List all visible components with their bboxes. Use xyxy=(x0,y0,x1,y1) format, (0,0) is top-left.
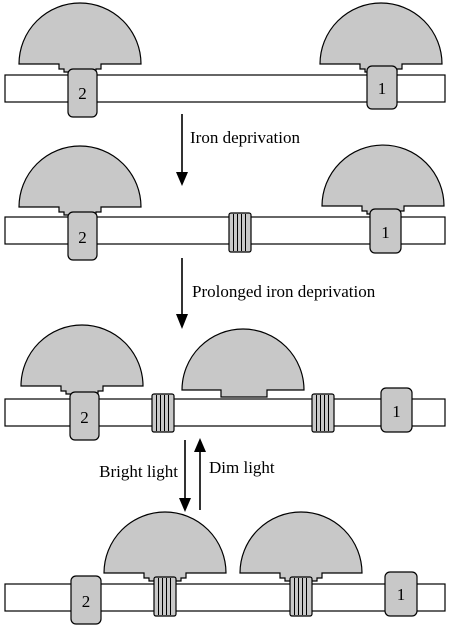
state-prolonged-iron-deprivation: 2 1 xyxy=(4,324,446,441)
photosystem-1 xyxy=(384,571,418,617)
arrowhead-icon xyxy=(179,498,191,512)
photosystem-2 xyxy=(67,211,98,261)
photosystem-1-label: 1 xyxy=(381,223,390,242)
arrowhead-icon xyxy=(194,438,206,452)
step-prolonged-iron-deprivation: Prolonged iron deprivation xyxy=(176,258,376,329)
photosystem-1 xyxy=(380,387,413,433)
arrowhead-icon xyxy=(176,314,188,329)
phycobilisome-antenna xyxy=(18,145,142,216)
phycobilisome-antenna xyxy=(20,324,144,395)
step-label: Bright light xyxy=(99,462,178,481)
step-dim-light: Dim light xyxy=(194,438,275,510)
phycobilisome-antenna xyxy=(18,2,142,73)
free-phycobilisome-antenna xyxy=(181,328,305,398)
state-normal: 2 1 xyxy=(4,2,446,118)
photosystem-1-label: 1 xyxy=(378,79,387,98)
phycobilisome-antenna xyxy=(319,2,443,73)
phycobilisome-antenna xyxy=(239,511,363,582)
isia-ring xyxy=(289,576,313,617)
photosystem-2 xyxy=(67,68,98,118)
photosystem-1-label: 1 xyxy=(397,585,406,604)
isia-ring xyxy=(151,393,175,433)
photosystem-2-label: 2 xyxy=(78,228,87,247)
photosystem-1 xyxy=(366,65,398,110)
isia-ring xyxy=(311,393,335,433)
arrowhead-icon xyxy=(176,172,188,186)
photosystem-2-label: 2 xyxy=(80,408,89,427)
step-label: Dim light xyxy=(209,458,275,477)
photosystem-2 xyxy=(69,391,100,441)
isia-ring xyxy=(228,212,252,253)
phycobilisome-antenna xyxy=(103,511,227,582)
state-bright-light: 2 1 xyxy=(4,511,446,625)
step-iron-deprivation: Iron deprivation xyxy=(176,114,300,186)
step-label: Iron deprivation xyxy=(190,128,300,147)
isia-ring xyxy=(153,576,177,617)
photosystem-2 xyxy=(70,575,102,625)
phycobilisome-antenna xyxy=(321,144,445,215)
step-bright-light: Bright light xyxy=(99,440,191,512)
photosystem-2-label: 2 xyxy=(78,84,87,103)
photosystem-1-label: 1 xyxy=(392,402,401,421)
photosystem-2-label: 2 xyxy=(82,592,91,611)
photosystem-1 xyxy=(369,208,402,254)
state-iron-deprived: 2 1 xyxy=(4,144,446,261)
step-label: Prolonged iron deprivation xyxy=(192,282,376,301)
